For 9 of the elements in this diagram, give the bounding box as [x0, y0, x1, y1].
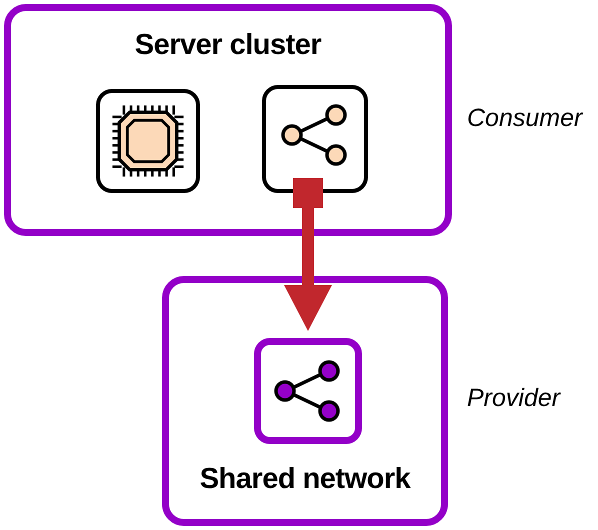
icon-box: [96, 89, 200, 193]
icon-box: [262, 85, 368, 193]
icon-box: [254, 338, 362, 444]
role-label: Consumer: [467, 104, 582, 133]
group-title: Shared network: [198, 463, 412, 496]
group-title: Server cluster: [134, 29, 322, 62]
group-box: [4, 4, 452, 236]
group-box: [162, 276, 448, 526]
role-label: Provider: [467, 384, 560, 413]
